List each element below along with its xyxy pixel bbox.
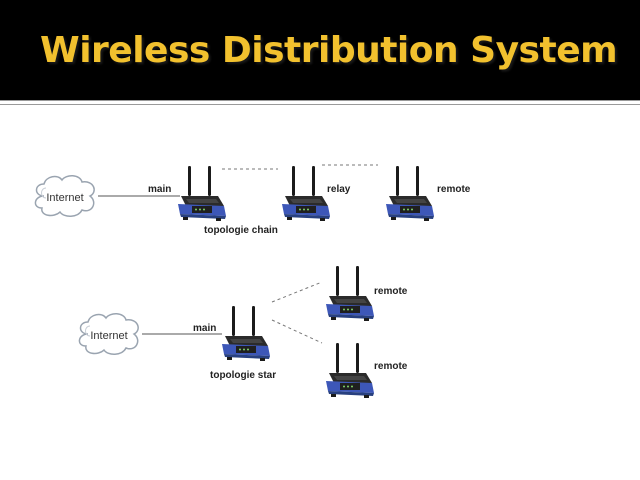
star-wds-link-top [271,281,323,303]
chain-remote-router-icon [386,166,434,221]
chain-main-label: main [148,184,171,195]
star-remote-bottom-label: remote [374,361,408,372]
title-bar: Wireless Distribution System [0,0,640,100]
chain-relay-router-icon [282,166,330,221]
star-remote-bottom-router-icon [326,343,374,398]
chain-topology: Internet main relay remote topologie cha… [34,164,471,236]
chain-relay-label: relay [327,184,351,195]
star-remote-top-router-icon [326,266,374,321]
star-main-router-icon [222,306,270,361]
chain-main-router-icon [178,166,226,221]
title-divider [0,100,640,105]
chain-remote-label: remote [437,184,471,195]
star-internet-label: Internet [90,330,127,342]
star-caption: topologie star [210,370,276,381]
star-remote-top-label: remote [374,286,408,297]
star-wds-link-bottom [271,319,323,344]
star-main-label: main [193,323,216,334]
chain-internet-label: Internet [46,192,83,204]
chain-caption: topologie chain [204,225,278,236]
slide-title: Wireless Distribution System [40,30,618,71]
star-topology: Internet main remote remote topologie st… [78,266,408,398]
